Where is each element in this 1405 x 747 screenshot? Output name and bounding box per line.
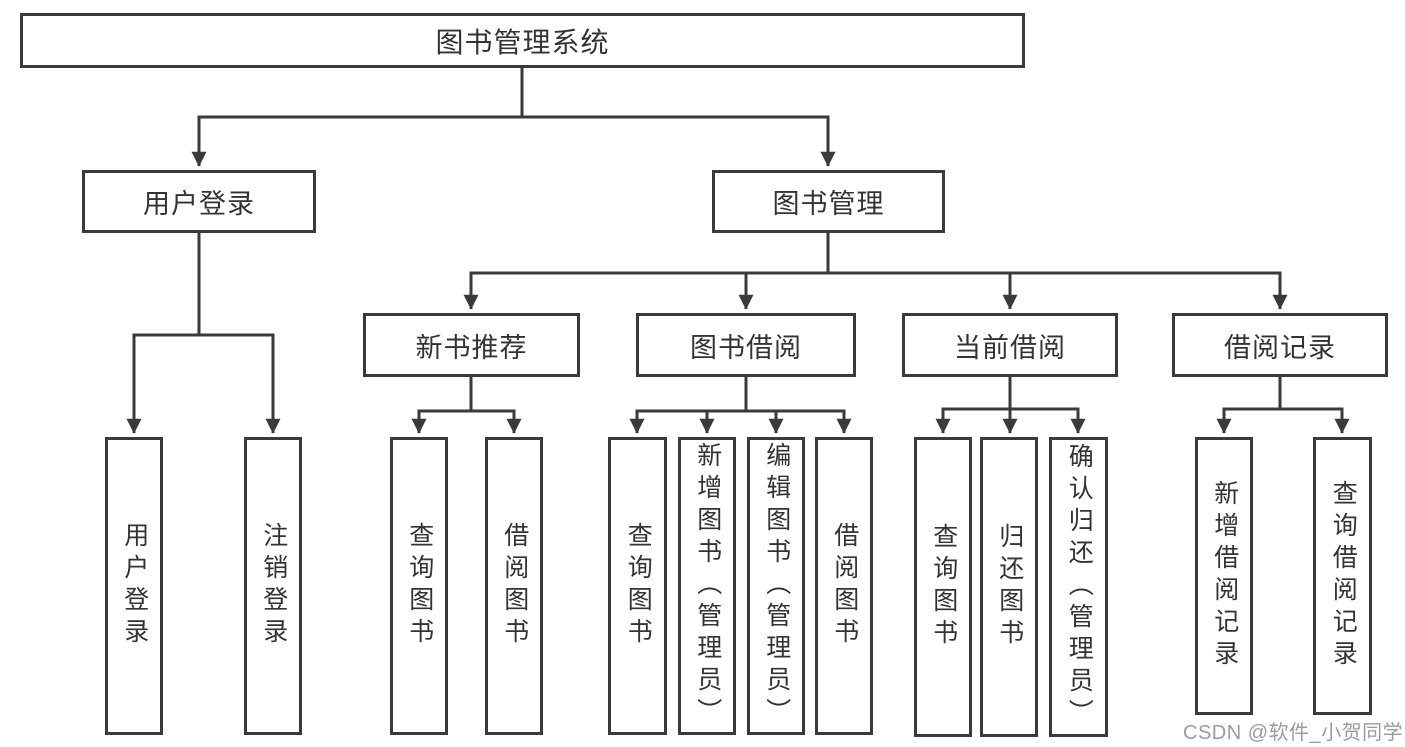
node-leaf-query-books-borrowing: 查询图书 bbox=[608, 437, 667, 735]
csdn-watermark: CSDN @软件_小贺同学 bbox=[1183, 722, 1404, 744]
node-new-book-recommend: 新书推荐 bbox=[363, 313, 580, 377]
node-label: 新增借阅记录 bbox=[1210, 480, 1239, 672]
node-leaf-add-books-admin: 新增图书（管理员） bbox=[678, 437, 736, 735]
node-library-management-system: 图书管理系统 bbox=[20, 13, 1025, 68]
node-leaf-add-borrow-record: 新增借阅记录 bbox=[1195, 437, 1253, 715]
node-label: 查询图书 bbox=[624, 522, 653, 650]
node-label: 图书管理 bbox=[772, 189, 885, 219]
node-leaf-borrow-books: 借阅图书 bbox=[815, 437, 873, 735]
node-leaf-user-login: 用户登录 bbox=[105, 437, 163, 735]
node-label: 图书管理系统 bbox=[435, 26, 610, 58]
node-leaf-query-borrow-record: 查询借阅记录 bbox=[1313, 437, 1372, 715]
node-label: 借阅图书 bbox=[830, 522, 859, 650]
node-leaf-borrow-books-recommend: 借阅图书 bbox=[485, 437, 543, 735]
node-label: 查询借阅记录 bbox=[1329, 480, 1358, 672]
node-label: 新书推荐 bbox=[415, 332, 528, 363]
node-leaf-edit-books-admin: 编辑图书（管理员） bbox=[747, 437, 805, 735]
node-label: 归还图书 bbox=[995, 523, 1024, 651]
node-current-borrowing: 当前借阅 bbox=[902, 313, 1118, 377]
node-borrowing-records: 借阅记录 bbox=[1172, 313, 1388, 377]
node-label: 新增图书（管理员） bbox=[693, 442, 722, 730]
node-leaf-return-books: 归还图书 bbox=[980, 437, 1038, 737]
node-label: 查询图书 bbox=[405, 522, 434, 650]
node-label: 查询图书 bbox=[929, 523, 958, 651]
node-label: 确认归还（管理员） bbox=[1065, 443, 1094, 731]
node-user-login: 用户登录 bbox=[82, 170, 316, 233]
node-leaf-logout: 注销登录 bbox=[244, 437, 302, 735]
connector-trunks bbox=[132, 66, 1344, 413]
node-label: 用户登录 bbox=[120, 522, 149, 650]
node-label: 当前借阅 bbox=[954, 332, 1066, 363]
node-label: 图书借阅 bbox=[690, 332, 802, 363]
node-book-borrowing: 图书借阅 bbox=[636, 313, 856, 377]
connector-arrows bbox=[126, 117, 1350, 434]
node-leaf-query-books-recommend: 查询图书 bbox=[390, 437, 448, 735]
node-label: 用户登录 bbox=[143, 189, 255, 219]
node-book-management: 图书管理 bbox=[712, 170, 945, 233]
node-label: 注销登录 bbox=[259, 522, 288, 650]
node-leaf-confirm-return-admin: 确认归还（管理员） bbox=[1049, 437, 1108, 737]
node-leaf-query-books-current: 查询图书 bbox=[914, 437, 972, 737]
node-label: 借阅记录 bbox=[1224, 332, 1336, 363]
node-label: 编辑图书（管理员） bbox=[762, 442, 791, 730]
node-label: 借阅图书 bbox=[500, 522, 529, 650]
